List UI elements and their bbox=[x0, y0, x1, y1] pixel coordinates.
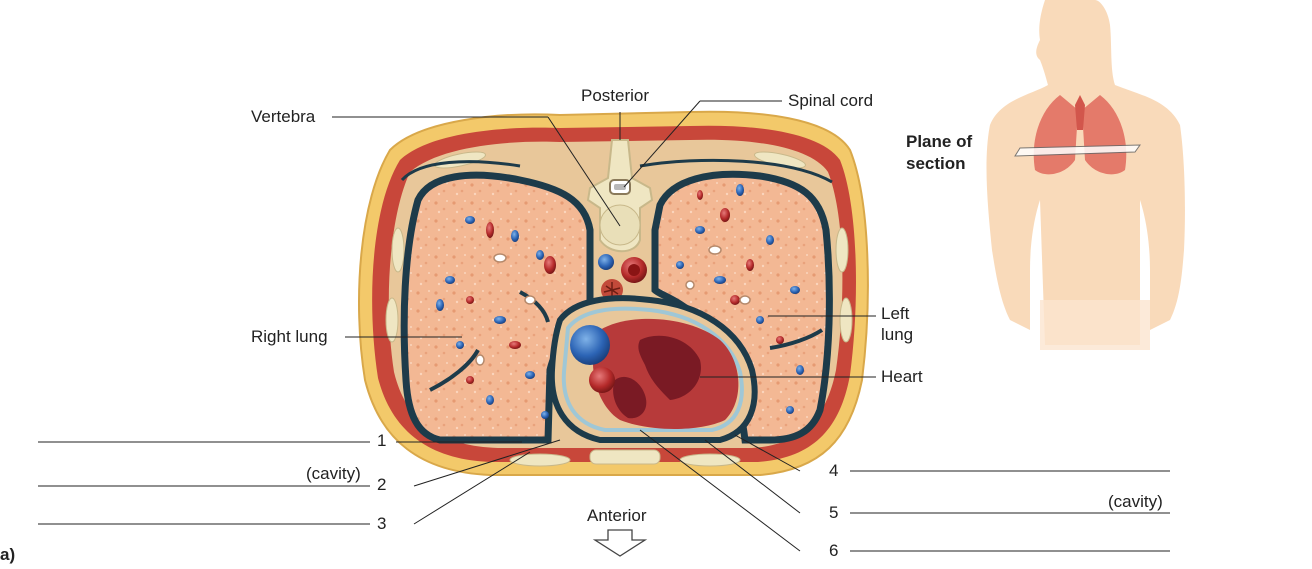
label-left-lung-line1: Left bbox=[881, 304, 910, 323]
panel-label: a) bbox=[0, 545, 16, 564]
label-plane-line2: section bbox=[906, 154, 966, 173]
heart-shape bbox=[548, 295, 758, 443]
lung-vessels bbox=[436, 184, 804, 419]
label-left-lung-line2: lung bbox=[881, 325, 914, 344]
body-silhouette bbox=[986, 0, 1185, 350]
label-vertebra: Vertebra bbox=[251, 107, 316, 126]
blank-number-5: 5 bbox=[829, 503, 839, 522]
label-anterior: Anterior bbox=[587, 506, 647, 525]
torso-cross-section bbox=[357, 110, 869, 476]
label-right-lung: Right lung bbox=[251, 327, 328, 346]
label-heart: Heart bbox=[881, 367, 923, 386]
cavity-hint-left: (cavity) bbox=[306, 464, 361, 483]
blank-number-3: 3 bbox=[377, 514, 387, 533]
anterior-arrow-icon bbox=[592, 529, 648, 557]
blank-number-2: 2 bbox=[377, 475, 387, 494]
cavity-hint-right: (cavity) bbox=[1108, 492, 1163, 511]
blank-number-1: 1 bbox=[377, 431, 387, 450]
blank-number-6: 6 bbox=[829, 541, 839, 560]
label-plane-line1: Plane of bbox=[906, 132, 973, 151]
label-spinal-cord: Spinal cord bbox=[788, 91, 874, 110]
blank-number-4: 4 bbox=[829, 461, 839, 480]
leader-lines bbox=[38, 100, 1170, 552]
label-posterior: Posterior bbox=[581, 86, 650, 105]
vertebra-shape bbox=[586, 139, 654, 253]
